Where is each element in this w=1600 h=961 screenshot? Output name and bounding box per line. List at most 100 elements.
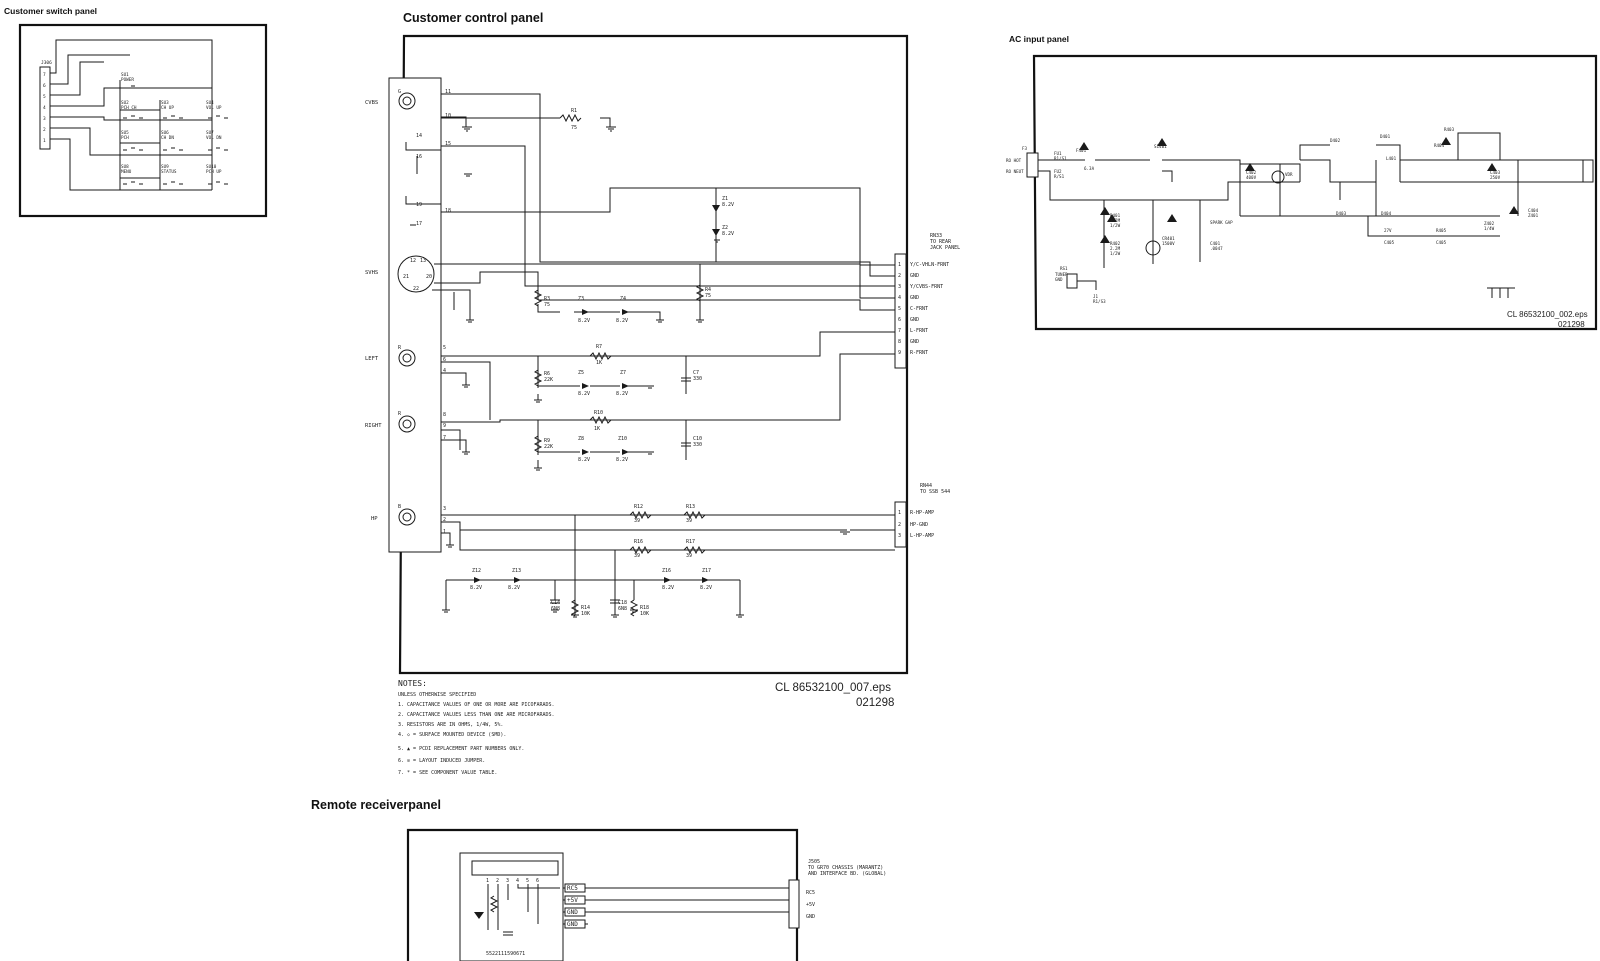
svg-text:CR401: CR401 — [1162, 236, 1175, 241]
svg-text:R14: R14 — [581, 605, 590, 611]
pin-num: 9 — [443, 423, 446, 429]
svg-text:D401: D401 — [1380, 134, 1391, 139]
note: 3. RESISTORS ARE IN OHMS, 1/4W, 5%. — [398, 722, 503, 728]
sw-ref: SU9 — [161, 164, 169, 170]
sw-label: POWER — [121, 77, 134, 83]
svg-text:FU1: FU1 — [1054, 151, 1062, 156]
pin-num: 17 — [416, 221, 422, 227]
svg-text:1K: 1K — [594, 426, 600, 432]
svg-text:+5V: +5V — [567, 897, 578, 904]
svg-text:8.2V: 8.2V — [470, 585, 482, 591]
jack-label-left: LEFT — [365, 356, 379, 362]
svg-text:GND: GND — [910, 339, 919, 345]
svg-text:C403: C403 — [1490, 170, 1501, 175]
switch-panel-frame — [18, 23, 268, 218]
j306-pin: 1 — [43, 138, 46, 144]
svg-text:5: 5 — [898, 306, 901, 312]
svg-text:330: 330 — [693, 376, 702, 382]
svg-text:GND: GND — [1055, 277, 1063, 282]
svhs-pin: 13 — [420, 258, 426, 264]
svg-text:8.2V: 8.2V — [662, 585, 674, 591]
svg-text:8: 8 — [898, 339, 901, 345]
svg-text:Z10: Z10 — [618, 436, 627, 442]
svg-text:6.3A: 6.3A — [1084, 166, 1095, 171]
control-panel-wiring — [405, 93, 895, 618]
sw-ref: SU4 — [206, 100, 214, 106]
svg-text:75: 75 — [705, 293, 711, 299]
svg-text:9: 9 — [898, 350, 901, 356]
pin-num: 18 — [445, 208, 451, 214]
svg-text:R13: R13 — [686, 504, 695, 510]
sw-ref: SU3 — [161, 100, 169, 106]
svg-text:AND INTERFACE BD. (GLOBAL): AND INTERFACE BD. (GLOBAL) — [808, 871, 886, 877]
jack-block — [388, 77, 442, 553]
svg-text:1: 1 — [898, 262, 901, 268]
j306-pin: 2 — [43, 127, 46, 133]
svg-text:8.2V: 8.2V — [616, 318, 628, 324]
svg-text:8.2V: 8.2V — [700, 585, 712, 591]
svg-text:6: 6 — [898, 317, 901, 323]
svg-text:Z7: Z7 — [620, 370, 626, 376]
svg-text:R-HP-AMP: R-HP-AMP — [910, 510, 934, 516]
svg-text:75: 75 — [544, 302, 550, 308]
svg-text:4: 4 — [898, 295, 901, 301]
j306-pin: 5 — [43, 94, 46, 100]
ac-warning-triangles — [1079, 137, 1519, 243]
svg-text:HP-GND: HP-GND — [910, 522, 928, 528]
sw-label: MENU — [121, 169, 132, 175]
pin-num: 4 — [443, 368, 446, 374]
svg-text:RO HOT: RO HOT — [1006, 158, 1022, 163]
svg-text:8.2V: 8.2V — [578, 391, 590, 397]
control-date: 021298 — [856, 697, 894, 709]
svg-text:Z4: Z4 — [620, 296, 626, 302]
svg-text:6N8: 6N8 — [618, 606, 627, 612]
svg-text:R401: R401 — [1110, 213, 1121, 218]
svg-text:Y/C-VHLN-FRNT: Y/C-VHLN-FRNT — [910, 262, 949, 268]
svg-text:J1: J1 — [1093, 294, 1099, 299]
svg-text:Z8: Z8 — [578, 436, 584, 442]
rn44-labels: 1 2 3 R-HP-AMP HP-GND L-HP-AMP — [898, 510, 934, 539]
note: 2. CAPACITANCE VALUES LESS THAN ONE ARE … — [398, 712, 555, 718]
note: 5. ▲ = PCDI REPLACEMENT PART NUMBERS ONL… — [398, 746, 524, 752]
rn33-connector — [894, 253, 907, 369]
ac-input-panel: AC input panel — [1006, 34, 1598, 331]
svg-text:1/2W: 1/2W — [1110, 223, 1121, 228]
sw-ref: SU6 — [161, 130, 169, 136]
capacitors — [550, 377, 691, 604]
svg-text:L-FRNT: L-FRNT — [910, 328, 928, 334]
svg-text:2: 2 — [898, 273, 901, 279]
svg-text:L401: L401 — [1386, 156, 1397, 161]
svg-text:Z17: Z17 — [702, 568, 711, 574]
svg-text:R9: R9 — [544, 438, 550, 444]
svg-text:Z1: Z1 — [722, 196, 728, 202]
note: 6. ⊙ = LAYOUT INDUCED JUMPER. — [398, 758, 485, 764]
customer-control-panel: Customer control panel CVBS SVHS LEFT RI… — [365, 11, 960, 776]
svg-text:R: R — [398, 411, 402, 417]
jack-label-hp: HP — [371, 516, 378, 522]
svg-text:R1/S3: R1/S3 — [1093, 299, 1106, 304]
svg-text:R17: R17 — [686, 539, 695, 545]
receiver-ic — [471, 860, 559, 876]
svg-text:Y/CVBS-FRNT: Y/CVBS-FRNT — [910, 284, 943, 290]
rn33-to: TO REAR — [930, 239, 952, 245]
svg-text:R405: R405 — [1436, 228, 1447, 233]
svg-text:3: 3 — [898, 533, 901, 539]
svg-text:6N8: 6N8 — [551, 606, 560, 612]
svg-text:GND: GND — [567, 909, 578, 916]
svg-text:8.2V: 8.2V — [616, 457, 628, 463]
svg-text:2: 2 — [496, 878, 499, 884]
receiver-diode — [474, 912, 484, 919]
j505-connector — [788, 879, 800, 929]
j306-connector — [39, 66, 51, 150]
ac-date: 021298 — [1558, 320, 1585, 329]
jack-label-cvbs: CVBS — [365, 100, 378, 106]
svg-text:22K: 22K — [544, 377, 553, 383]
svg-text:C405: C405 — [1384, 240, 1395, 245]
svg-text:8.2V: 8.2V — [616, 391, 628, 397]
switch-contacts — [123, 85, 228, 185]
sw-label: VOL UP — [206, 105, 222, 111]
sig-box-5v — [564, 895, 586, 905]
rn44-to: TO SSB 544 — [920, 489, 950, 495]
